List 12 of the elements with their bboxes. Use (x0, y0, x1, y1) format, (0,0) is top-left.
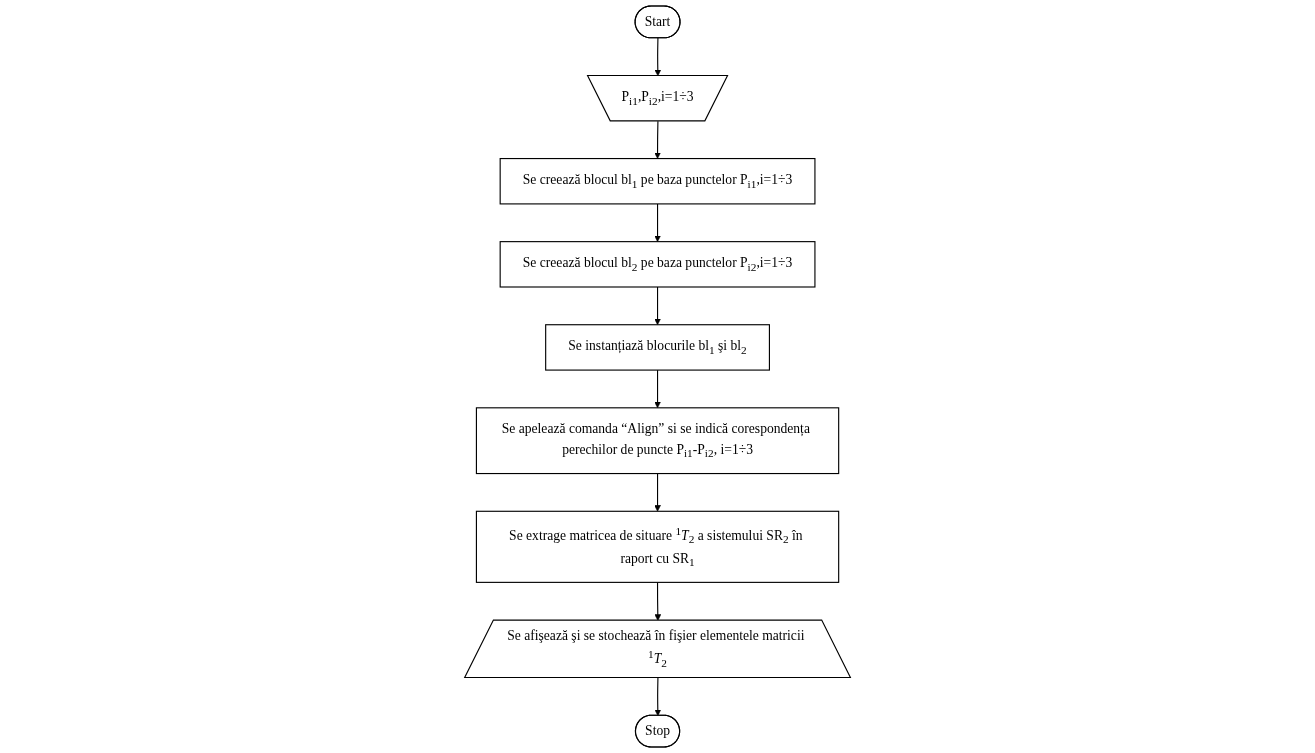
node-box: Se apelează comanda “Align” si se indică corespondența perechilor de puncte P$_{i1}$-P$_{i2}$, i=1÷3 (475, 407, 840, 475)
arrow (654, 473, 661, 512)
node-box: Se instanțiază blocurile bl$_{1}$ şi bl$_{2}$ (545, 324, 770, 371)
arrow (654, 286, 661, 326)
arrow (654, 581, 662, 621)
node-box: Se extrage matricea de situare $^{1}$T$_{2}$ a sistemului SR$_{2}$ în raport cu SR$_{1}$ (475, 510, 840, 583)
arrow (654, 677, 662, 716)
arrow (654, 203, 661, 242)
node-box: Se creează blocul bl$_{2}$ pe baza punctelor P$_{i2}$,i=1÷3 (499, 241, 816, 288)
node-box: Se creează blocul bl$_{1}$ pe baza punctelor P$_{i1}$,i=1÷3 (499, 158, 816, 205)
arrow (654, 369, 661, 409)
arrow (654, 120, 661, 159)
